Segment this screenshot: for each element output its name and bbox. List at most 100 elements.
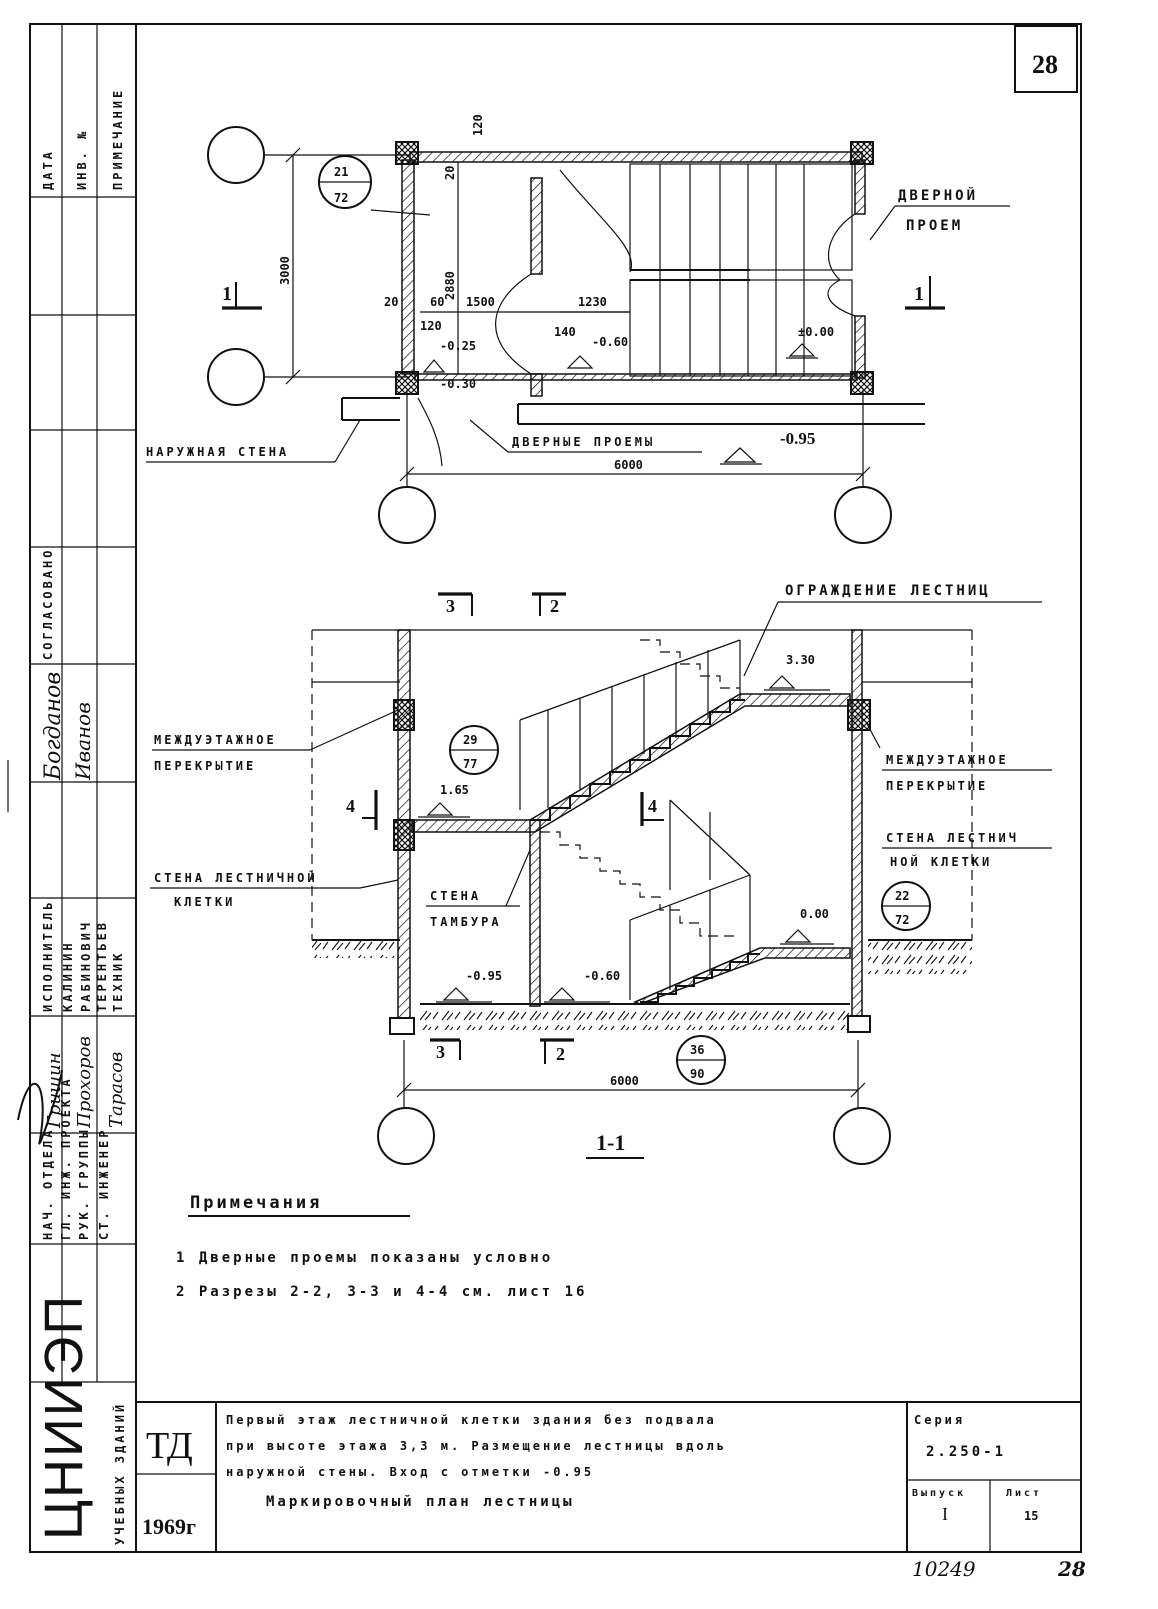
- stamp-role-technician: ТЕХНИК: [111, 951, 125, 1012]
- sheet-number: 28: [1032, 50, 1058, 79]
- label-railing: ОГРАЖДЕНИЕ ЛЕСТНИЦ: [785, 583, 991, 599]
- notes: Примечания 1 Дверные проемы показаны усл…: [176, 1193, 587, 1300]
- section-node-ref-1: 29 77: [449, 725, 499, 775]
- stamp-role-head: НАЧ. ОТДЕЛА: [41, 1128, 55, 1240]
- section-mark-3-top: 3: [438, 592, 473, 616]
- stamp-signature-2: Иванов: [71, 702, 95, 781]
- title-desc-2: при высоте этажа 3,3 м. Размещение лестн…: [226, 1439, 727, 1453]
- title-issue-value: I: [942, 1504, 948, 1524]
- signature-flourish: [17, 1069, 63, 1145]
- plan-dim-20b: 20: [384, 295, 398, 309]
- label-stair-wall-right-1: СТЕНА ЛЕСТНИЧ: [886, 831, 1019, 845]
- section-title: 1-1: [596, 1130, 625, 1155]
- stamp-role-group: РУК. ГРУППЫ: [77, 1128, 91, 1240]
- stamp-signature-5: Тарасов: [106, 1052, 127, 1128]
- plan-level-landing: -0.60: [592, 335, 628, 349]
- axis-bubble-top-left: [207, 126, 265, 184]
- section-axis-bubble-left: [377, 1107, 435, 1165]
- label-stair-wall-left-2: КЛЕТКИ: [174, 895, 235, 909]
- label-slab-left-1: МЕЖДУЭТАЖНОЕ: [154, 733, 277, 747]
- plan-stair-treads: [559, 163, 853, 377]
- plan-door-label-1: ДВЕРНОЙ: [898, 187, 978, 204]
- stamp-header-inv: ИНВ. №: [75, 129, 89, 190]
- section-level-low-mid: -0.60: [584, 969, 620, 983]
- plan-outer-wall-label: НАРУЖНАЯ СТЕНА: [146, 445, 289, 459]
- plan-node-ref-top: 21: [334, 165, 348, 179]
- section-steps-lower: [640, 953, 760, 1003]
- stamp-role-executor: ИСПОЛНИТЕЛЬ: [41, 900, 55, 1012]
- plan-dim-overall: 6000: [614, 458, 643, 472]
- stamp-name-1: КАЛИНИН: [61, 940, 75, 1012]
- notes-item-2: 2 Разрезы 2-2, 3-3 и 4-4 см. лист 16: [176, 1284, 587, 1300]
- svg-text:1: 1: [222, 283, 232, 305]
- plan-dim-flight2: 1230: [578, 295, 607, 309]
- stamp-role-senior: СТ. ИНЖЕНЕР: [97, 1128, 111, 1240]
- plan-level-left: -0.25: [440, 339, 476, 353]
- section-level-upper: 3.30: [786, 653, 815, 667]
- title-desc-3: наружной стены. Вход с отметки -0.95: [226, 1465, 594, 1479]
- section-level-low-left: -0.95: [466, 969, 502, 983]
- section-mark-2-bottom: 2: [540, 1038, 574, 1064]
- plan-dim-inner: 2880: [443, 271, 457, 300]
- section-dim-overall: 6000: [610, 1074, 639, 1088]
- stamp-signature-1: Богданов: [41, 672, 66, 781]
- svg-text:3: 3: [446, 596, 455, 616]
- section-mark-2-top: 2: [532, 592, 566, 616]
- label-vestibule-1: СТЕНА: [430, 889, 481, 903]
- label-slab-left-2: ПЕРЕКРЫТИЕ: [154, 759, 256, 773]
- archive-number: 10249: [912, 1557, 976, 1581]
- svg-text:2: 2: [550, 596, 559, 616]
- svg-text:77: 77: [463, 757, 477, 771]
- section-axis-bubble-right: [833, 1107, 891, 1165]
- label-vestibule-2: ТАМБУРА: [430, 915, 502, 929]
- title-series-label: Серия: [914, 1413, 965, 1427]
- plan-doorways-label: ДВЕРНЫЕ ПРОЕМЫ: [512, 435, 655, 449]
- svg-text:3: 3: [436, 1042, 445, 1062]
- stamp-signature-4: Прохоров: [74, 1036, 95, 1129]
- plan-dim-120-top: 120: [471, 114, 485, 136]
- label-stair-wall-right-2: НОЙ КЛЕТКИ: [890, 854, 992, 869]
- bottom-page-number: 28: [1057, 1557, 1086, 1581]
- plan-level-floor: ±0.00: [798, 325, 834, 339]
- stamp-org: ЦНИИЭП: [34, 1294, 94, 1540]
- plan-door-swing-entry: [417, 397, 443, 467]
- svg-text:36: 36: [690, 1043, 704, 1057]
- svg-text:72: 72: [895, 913, 909, 927]
- plan-door-label-2: ПРОЕМ: [906, 218, 963, 234]
- notes-heading: Примечания: [190, 1193, 322, 1213]
- title-block: ТД 1969г Первый этаж лестничной клетки з…: [136, 1401, 1081, 1552]
- svg-text:1: 1: [914, 283, 924, 305]
- plan-node-ref-bottom: 72: [334, 191, 348, 205]
- stamp-name-2: РАБИНОВИЧ: [79, 920, 93, 1012]
- title-td: ТД: [146, 1425, 193, 1467]
- svg-text:22: 22: [895, 889, 909, 903]
- sheet-frame: [29, 23, 1082, 1553]
- plan-section-mark-left: 1: [222, 282, 262, 310]
- label-slab-right-1: МЕЖДУЭТАЖНОЕ: [886, 753, 1009, 767]
- stamp-vertical-text: ДАТА ИНВ. № ПРИМЕЧАНИЕ СОГЛАСОВАНО НАЧ. …: [17, 88, 127, 1545]
- title-year: 1969г: [142, 1514, 196, 1539]
- svg-text:4: 4: [346, 796, 355, 816]
- plan-dim-60: 60: [430, 295, 444, 309]
- title-sheet-value: 15: [1024, 1509, 1038, 1523]
- plan-dim-flight1: 1500: [466, 295, 495, 309]
- title-series-value: 2.250-1: [926, 1444, 1006, 1460]
- sheet-number-box: 28: [1014, 25, 1078, 93]
- title-desc-1: Первый этаж лестничной клетки здания без…: [226, 1413, 717, 1427]
- axis-bubble-mid-left: [207, 348, 265, 406]
- title-desc-4: Маркировочный план лестницы: [266, 1494, 575, 1510]
- plan-dim-140: 140: [554, 325, 576, 339]
- stair-plan: 3000 2880 20 120 20 60 1500 1230 120 140…: [146, 114, 1010, 544]
- svg-text:90: 90: [690, 1067, 704, 1081]
- section-mark-4: 4: [640, 792, 664, 826]
- stamp-role-chief: ГЛ. ИНЖ. ПРОЕКТА: [59, 1076, 73, 1240]
- plan-door-swing-left: [495, 273, 532, 375]
- stair-section: 3.30 1.65 0.00 -0.95 -0.60 29 77 22 72 3…: [150, 583, 1052, 1165]
- svg-text:4: 4: [648, 796, 657, 816]
- section-steps-upper: [530, 699, 745, 821]
- svg-text:29: 29: [463, 733, 477, 747]
- stamp-header-note: ПРИМЕЧАНИЕ: [111, 88, 125, 190]
- title-issue-label: Выпуск: [912, 1488, 966, 1499]
- section-node-ref-2: 22 72: [881, 881, 931, 931]
- stamp-signature-3: Гришин: [44, 1052, 65, 1129]
